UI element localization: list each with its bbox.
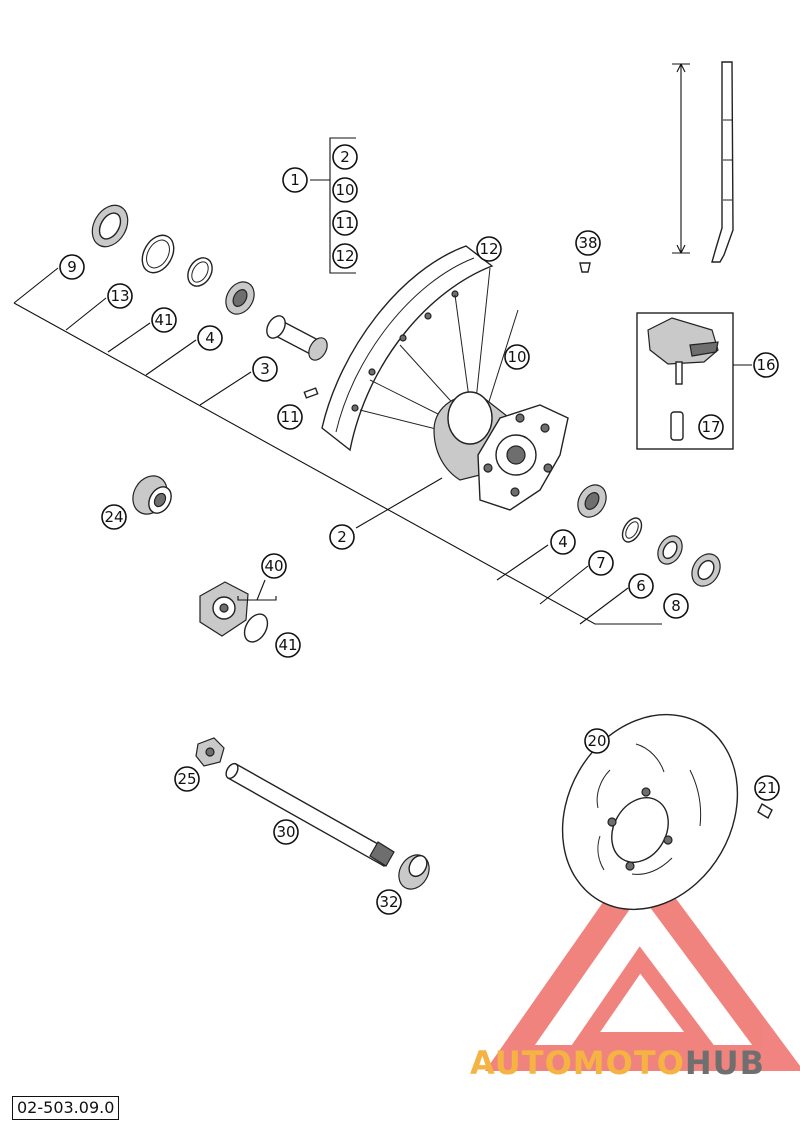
svg-text:7: 7 — [596, 554, 606, 572]
seal-6 — [657, 535, 683, 565]
callout-1-12: 12 — [332, 243, 358, 269]
callout-3: 3 — [252, 356, 278, 382]
brake-disc-20 — [561, 713, 739, 911]
svg-text:3: 3 — [260, 360, 270, 378]
svg-text:30: 30 — [276, 823, 295, 841]
axle-nut-25 — [195, 737, 225, 767]
wheel-spokes — [359, 267, 519, 441]
svg-text:25: 25 — [177, 770, 196, 788]
callout-41a: 41 — [151, 307, 177, 333]
callout-1-11: 11 — [332, 210, 358, 236]
main-axis-line — [13, 302, 662, 625]
circlip-41a — [187, 257, 213, 287]
leader-13 — [65, 297, 107, 331]
hub-2 — [433, 391, 569, 511]
svg-text:4: 4 — [205, 329, 215, 347]
rim-lock-part — [647, 317, 719, 441]
callout-8: 8 — [663, 593, 689, 619]
leader-4b — [496, 544, 549, 581]
svg-text:12: 12 — [335, 247, 354, 265]
callout-4a: 4 — [197, 325, 223, 351]
callout-1-10: 10 — [332, 177, 358, 203]
watermark-brand: AUTOMOTOHUB — [470, 1044, 765, 1082]
leader-2 — [355, 477, 443, 529]
svg-text:38: 38 — [578, 234, 597, 252]
disc-bolt-21 — [757, 803, 773, 819]
leader-3 — [199, 371, 252, 406]
speedo-drive-40 — [199, 579, 277, 643]
svg-text:41: 41 — [278, 636, 297, 654]
svg-text:2: 2 — [337, 528, 347, 546]
svg-text:8: 8 — [671, 597, 681, 615]
svg-text:24: 24 — [104, 508, 123, 526]
callout-16: 16 — [753, 352, 779, 378]
spacer-24 — [132, 475, 172, 515]
seal-9 — [91, 204, 129, 248]
svg-text:4: 4 — [558, 533, 568, 551]
callout-20: 20 — [584, 728, 610, 754]
svg-text:2: 2 — [340, 148, 350, 166]
callout-1: 1 — [282, 167, 308, 193]
bracket-1 — [310, 137, 356, 274]
brand-text-2: HUB — [684, 1044, 766, 1082]
callout-13: 13 — [107, 283, 133, 309]
leader-41a — [107, 322, 151, 353]
svg-text:12: 12 — [479, 240, 498, 258]
spacer-3 — [266, 315, 328, 361]
bearing-4b — [577, 484, 607, 518]
svg-text:41: 41 — [154, 311, 173, 329]
leader-9 — [13, 267, 59, 304]
svg-text:10: 10 — [335, 181, 354, 199]
leader-7 — [539, 565, 589, 605]
callout-2: 2 — [329, 524, 355, 550]
brand-text-1: AUTOMOTO — [470, 1044, 685, 1082]
callout-25: 25 — [174, 766, 200, 792]
callout-7: 7 — [588, 550, 614, 576]
callout-24: 24 — [101, 504, 127, 530]
callout-40: 40 — [261, 553, 287, 579]
watermark-logo — [485, 849, 800, 1071]
callout-1-2: 2 — [332, 144, 358, 170]
bearing-4a — [225, 281, 255, 315]
axle-nut-32 — [398, 854, 430, 890]
svg-text:21: 21 — [757, 779, 776, 797]
document-id-label: 02-503.09.0 — [12, 1096, 120, 1120]
svg-text:32: 32 — [379, 893, 398, 911]
axle-30 — [225, 762, 395, 867]
svg-text:20: 20 — [587, 732, 606, 750]
svg-text:6: 6 — [636, 577, 646, 595]
svg-text:11: 11 — [335, 214, 354, 232]
svg-text:9: 9 — [67, 258, 77, 276]
svg-text:13: 13 — [110, 287, 129, 305]
callout-30: 30 — [273, 819, 299, 845]
svg-text:1: 1 — [290, 171, 300, 189]
svg-text:16: 16 — [756, 356, 775, 374]
callout-6: 6 — [628, 573, 654, 599]
svg-text:17: 17 — [701, 418, 720, 436]
part-38 — [579, 262, 591, 273]
spoke-part — [672, 61, 734, 263]
svg-text:10: 10 — [507, 348, 526, 366]
callout-41b: 41 — [275, 632, 301, 658]
leader-4a — [145, 339, 197, 376]
leader-6 — [579, 587, 629, 625]
svg-text:11: 11 — [280, 408, 299, 426]
callout-17: 17 — [698, 414, 724, 440]
circlip-7 — [621, 517, 643, 543]
callout-4b: 4 — [550, 529, 576, 555]
callout-38: 38 — [575, 230, 601, 256]
ring-13 — [141, 234, 175, 274]
callout-10: 10 — [504, 344, 530, 370]
callout-11: 11 — [277, 404, 303, 430]
callout-12: 12 — [476, 236, 502, 262]
svg-text:40: 40 — [264, 557, 283, 575]
callout-32: 32 — [376, 889, 402, 915]
callout-21: 21 — [754, 775, 780, 801]
callout-9: 9 — [59, 254, 85, 280]
spacer-8 — [691, 553, 721, 587]
bolt-11 — [303, 387, 319, 399]
